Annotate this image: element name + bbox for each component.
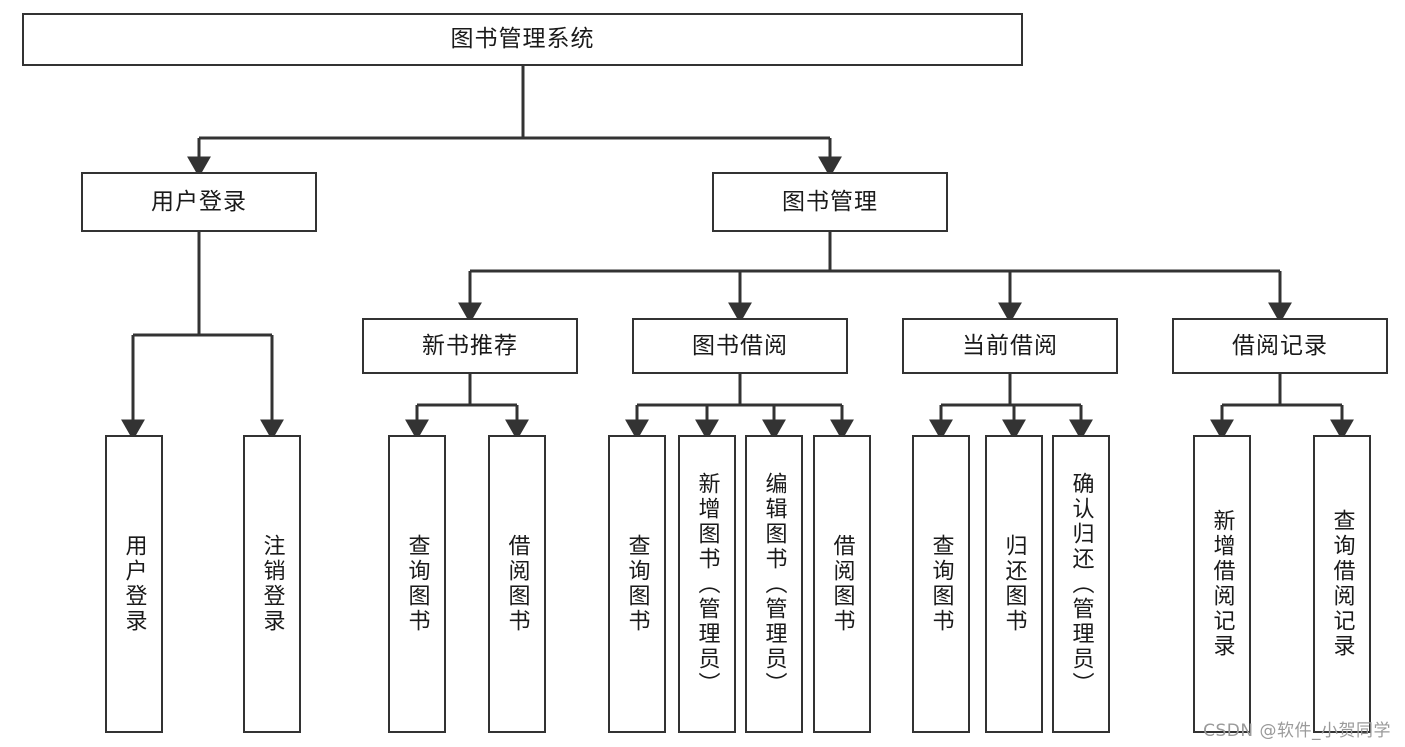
node-book-borrow[interactable]: 图书借阅: [632, 318, 848, 374]
watermark: CSDN @软件_小贺同学: [1203, 721, 1391, 741]
node-leaf-logout[interactable]: 注销登录: [243, 435, 301, 733]
node-leaf-borrow-book-rec[interactable]: 借阅图书: [488, 435, 546, 733]
node-root-label: 图书管理系统: [450, 26, 595, 53]
node-book-borrow-label: 图书借阅: [692, 332, 788, 359]
node-leaf-borrow-book-rec-label: 借阅图书: [504, 534, 530, 634]
node-book-manage[interactable]: 图书管理: [712, 172, 948, 232]
node-leaf-query-book-cur[interactable]: 查询图书: [912, 435, 970, 733]
node-leaf-return-book[interactable]: 归还图书: [985, 435, 1043, 733]
node-borrow-record-label: 借阅记录: [1232, 332, 1328, 359]
node-leaf-add-book[interactable]: 新增图书（管理员）: [678, 435, 736, 733]
node-leaf-query-record[interactable]: 查询借阅记录: [1313, 435, 1371, 733]
node-leaf-user-login[interactable]: 用户登录: [105, 435, 163, 733]
node-root[interactable]: 图书管理系统: [22, 13, 1023, 66]
node-leaf-user-login-label: 用户登录: [121, 534, 147, 634]
node-leaf-edit-book[interactable]: 编辑图书（管理员）: [745, 435, 803, 733]
node-user-login[interactable]: 用户登录: [81, 172, 317, 232]
node-leaf-edit-book-label: 编辑图书（管理员）: [761, 471, 787, 697]
node-leaf-borrow-book-label: 借阅图书: [829, 534, 855, 634]
node-book-manage-label: 图书管理: [782, 188, 878, 215]
node-leaf-add-book-label: 新增图书（管理员）: [694, 471, 720, 697]
node-leaf-logout-label: 注销登录: [259, 534, 285, 634]
node-leaf-return-book-label: 归还图书: [1001, 534, 1027, 634]
node-leaf-confirm-return[interactable]: 确认归还（管理员）: [1052, 435, 1110, 733]
node-leaf-query-book-cur-label: 查询图书: [928, 534, 954, 634]
node-leaf-query-book-bor[interactable]: 查询图书: [608, 435, 666, 733]
node-new-book-rec[interactable]: 新书推荐: [362, 318, 578, 374]
node-leaf-query-book-rec-label: 查询图书: [404, 534, 430, 634]
node-new-book-rec-label: 新书推荐: [422, 332, 518, 359]
node-current-borrow-label: 当前借阅: [962, 332, 1058, 359]
node-leaf-add-record[interactable]: 新增借阅记录: [1193, 435, 1251, 733]
node-leaf-add-record-label: 新增借阅记录: [1209, 509, 1235, 659]
node-current-borrow[interactable]: 当前借阅: [902, 318, 1118, 374]
node-leaf-borrow-book[interactable]: 借阅图书: [813, 435, 871, 733]
node-borrow-record[interactable]: 借阅记录: [1172, 318, 1388, 374]
node-leaf-query-book-bor-label: 查询图书: [624, 534, 650, 634]
node-leaf-query-record-label: 查询借阅记录: [1329, 509, 1355, 659]
node-leaf-query-book-rec[interactable]: 查询图书: [388, 435, 446, 733]
node-user-login-label: 用户登录: [151, 188, 247, 215]
node-leaf-confirm-return-label: 确认归还（管理员）: [1068, 471, 1094, 697]
